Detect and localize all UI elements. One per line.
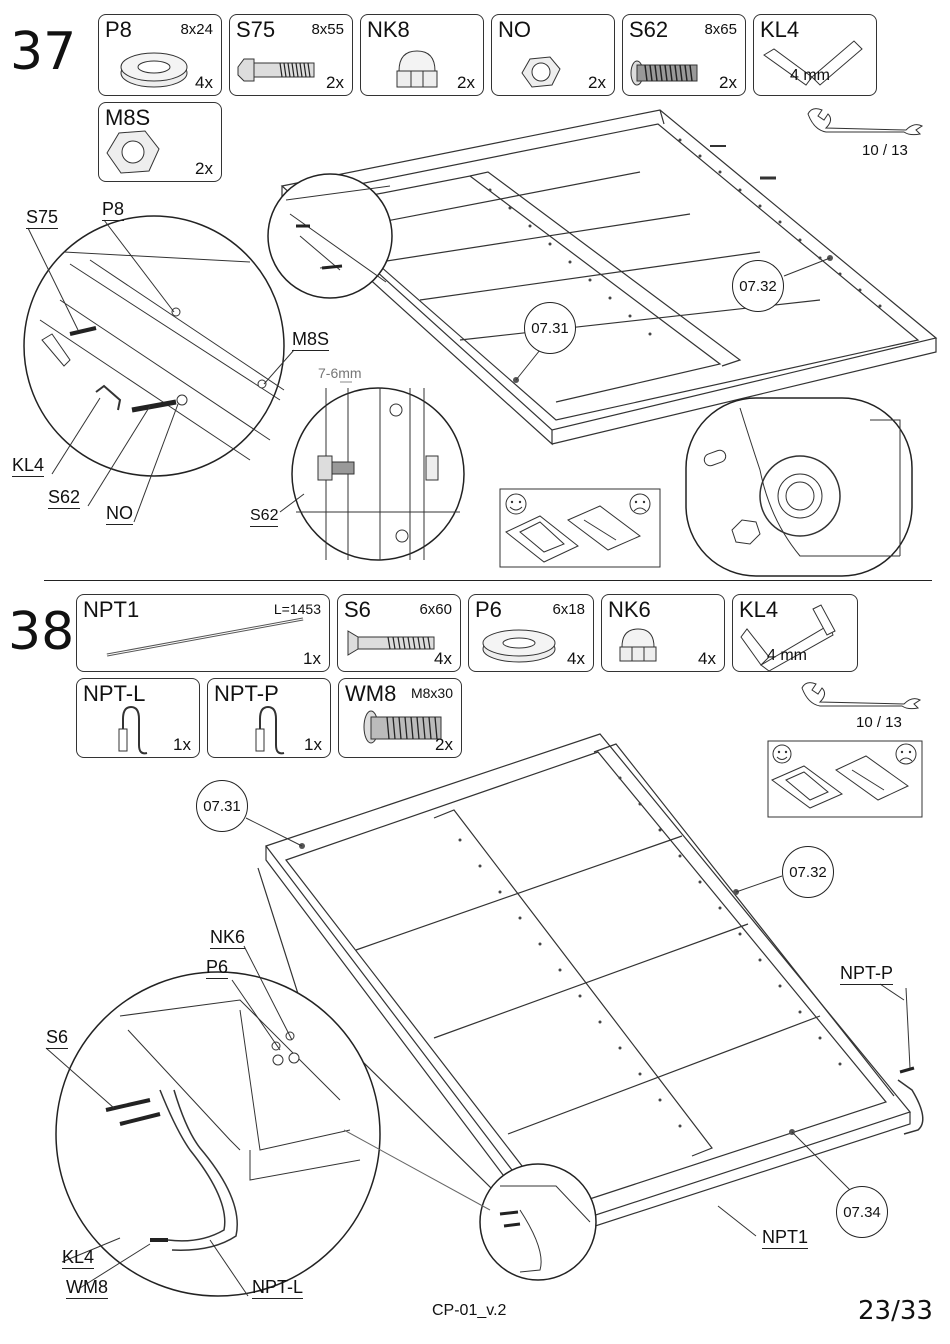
part-card-m8s: M8S 2x bbox=[98, 102, 222, 182]
label-kl4-38: KL4 bbox=[62, 1248, 94, 1269]
part-code: WM8 bbox=[345, 681, 396, 707]
part-code: S6 bbox=[344, 597, 371, 623]
part-qty: 1x bbox=[303, 649, 321, 669]
label-nk6: NK6 bbox=[210, 928, 245, 949]
document-code: CP-01_v.2 bbox=[432, 1302, 506, 1320]
label-s6: S6 bbox=[46, 1028, 68, 1049]
callout-07-32: 07.32 bbox=[732, 260, 784, 312]
wrench-size: 10 / 13 bbox=[856, 714, 902, 731]
part-qty: 2x bbox=[195, 159, 213, 179]
part-qty: 2x bbox=[457, 73, 475, 93]
label-s75: S75 bbox=[26, 208, 58, 229]
label-m8s: M8S bbox=[292, 330, 329, 351]
step-divider bbox=[44, 580, 932, 581]
part-qty: 1x bbox=[173, 735, 191, 755]
callout-07-32: 07.32 bbox=[782, 846, 834, 898]
label-s62-detail: S62 bbox=[250, 508, 278, 527]
part-qty: 4x bbox=[434, 649, 452, 669]
part-card-no: NO 2x bbox=[491, 14, 615, 96]
part-code: P8 bbox=[105, 17, 132, 43]
part-qty: 4x bbox=[698, 649, 716, 669]
label-wm8: WM8 bbox=[66, 1278, 108, 1299]
page-number: 23/33 bbox=[858, 1296, 933, 1326]
part-size: 8x65 bbox=[704, 21, 737, 38]
callout-07-34: 07.34 bbox=[836, 1186, 888, 1238]
part-size: M8x30 bbox=[411, 685, 453, 701]
part-code: NPT-L bbox=[83, 681, 145, 707]
part-size: 6x18 bbox=[552, 601, 585, 618]
part-card-kl4-38: KL4 4 mm bbox=[732, 594, 858, 672]
part-qty: 2x bbox=[326, 73, 344, 93]
wrench-size: 10 / 13 bbox=[862, 142, 908, 159]
part-size: 8x55 bbox=[311, 21, 344, 38]
part-card-s6: S6 6x60 4x bbox=[337, 594, 461, 672]
label-p6: P6 bbox=[206, 958, 228, 979]
step-number-38: 38 bbox=[8, 606, 74, 658]
label-s62: S62 bbox=[48, 488, 80, 509]
part-size: 4 mm bbox=[790, 67, 830, 85]
part-size: L=1453 bbox=[274, 601, 321, 617]
part-card-s75: S75 8x55 2x bbox=[229, 14, 353, 96]
part-code: M8S bbox=[105, 105, 150, 131]
part-card-npt-l: NPT-L 1x bbox=[76, 678, 200, 758]
part-card-nk6: NK6 4x bbox=[601, 594, 725, 672]
step-number-37: 37 bbox=[10, 26, 76, 78]
part-code: NK6 bbox=[608, 597, 651, 623]
part-qty: 4x bbox=[195, 73, 213, 93]
part-code: KL4 bbox=[760, 17, 799, 43]
part-code: NPT-P bbox=[214, 681, 279, 707]
wrench-icon bbox=[806, 106, 926, 136]
label-kl4: KL4 bbox=[12, 456, 44, 477]
part-card-npt1: NPT1 L=1453 1x bbox=[76, 594, 330, 672]
part-card-p6: P6 6x18 4x bbox=[468, 594, 594, 672]
part-card-kl4: KL4 4 mm bbox=[753, 14, 877, 96]
part-size: 6x60 bbox=[419, 601, 452, 618]
callout-07-31: 07.31 bbox=[524, 302, 576, 354]
part-qty: 1x bbox=[304, 735, 322, 755]
part-size: 4 mm bbox=[767, 647, 807, 665]
label-p8: P8 bbox=[102, 200, 124, 221]
part-code: NPT1 bbox=[83, 597, 139, 623]
part-card-wm8: WM8 M8x30 2x bbox=[338, 678, 462, 758]
part-card-nk8: NK8 2x bbox=[360, 14, 484, 96]
part-code: NK8 bbox=[367, 17, 410, 43]
label-gap: 7-6mm bbox=[318, 366, 362, 380]
part-code: S75 bbox=[236, 17, 275, 43]
part-qty: 4x bbox=[567, 649, 585, 669]
part-card-p8: P8 8x24 4x bbox=[98, 14, 222, 96]
part-card-s62: S62 8x65 2x bbox=[622, 14, 746, 96]
part-code: NO bbox=[498, 17, 531, 43]
label-npt-p: NPT-P bbox=[840, 964, 893, 985]
label-no: NO bbox=[106, 504, 133, 525]
part-code: KL4 bbox=[739, 597, 778, 623]
label-npt1: NPT1 bbox=[762, 1228, 808, 1249]
part-code: P6 bbox=[475, 597, 502, 623]
part-card-npt-p: NPT-P 1x bbox=[207, 678, 331, 758]
part-qty: 2x bbox=[588, 73, 606, 93]
part-code: S62 bbox=[629, 17, 668, 43]
part-size: 8x24 bbox=[180, 21, 213, 38]
part-qty: 2x bbox=[435, 735, 453, 755]
callout-07-31: 07.31 bbox=[196, 780, 248, 832]
part-qty: 2x bbox=[719, 73, 737, 93]
wrench-icon bbox=[800, 680, 924, 710]
label-npt-l: NPT-L bbox=[252, 1278, 303, 1299]
